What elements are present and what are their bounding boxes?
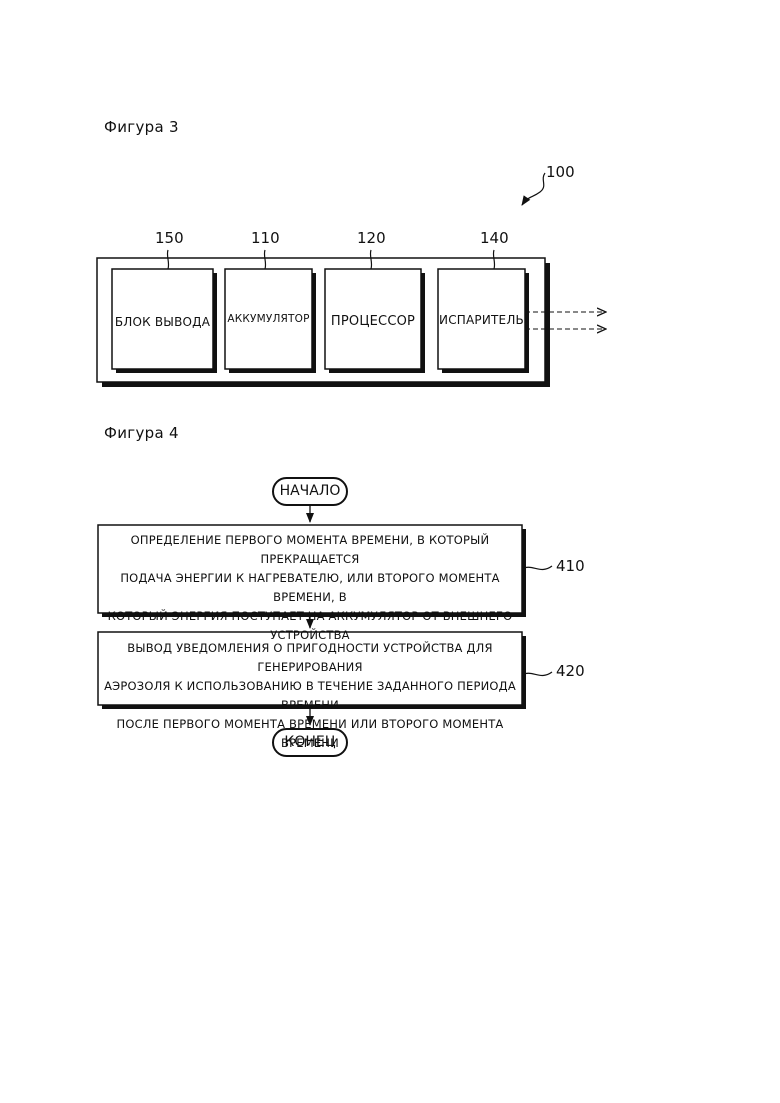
step-410-ref: 410 [556,557,585,575]
device-ref-leader [522,173,545,205]
step-410-text: ОПРЕДЕЛЕНИЕ ПЕРВОГО МОМЕНТА ВРЕМЕНИ, В К… [98,531,522,645]
step-420-line: ВЫВОД УВЕДОМЛЕНИЯ О ПРИГОДНОСТИ УСТРОЙСТ… [98,639,522,677]
block-140-label: ИСПАРИТЕЛЬ [438,313,525,327]
step-420-ref: 420 [556,662,585,680]
step-410-line: ПОДАЧА ЭНЕРГИИ К НАГРЕВАТЕЛЮ, ИЛИ ВТОРОГ… [98,569,522,607]
block-150-label: БЛОК ВЫВОДА [112,315,213,329]
start-terminal-label: НАЧАЛО [273,483,347,499]
block-140-ref: 140 [480,229,509,247]
step-420-line: АЭРОЗОЛЯ К ИСПОЛЬЗОВАНИЮ В ТЕЧЕНИЕ ЗАДАН… [98,677,522,715]
block-150-ref: 150 [155,229,184,247]
step-410-line: ОПРЕДЕЛЕНИЕ ПЕРВОГО МОМЕНТА ВРЕМЕНИ, В К… [98,531,522,569]
end-terminal-label: КОНЕЦ [273,734,347,750]
block-110-ref: 110 [251,229,280,247]
block-120-label: ПРОЦЕССОР [325,314,421,329]
figure4-title: Фигура 4 [104,424,179,442]
step-410-line: КОТОРЫЙ ЭНЕРГИЯ ПОСТУПАЕТ НА АККУМУЛЯТОР… [98,607,522,626]
device-ref-number: 100 [546,163,575,181]
block-120-ref: 120 [357,229,386,247]
block-110-label: АККУМУЛЯТОР [225,313,312,325]
